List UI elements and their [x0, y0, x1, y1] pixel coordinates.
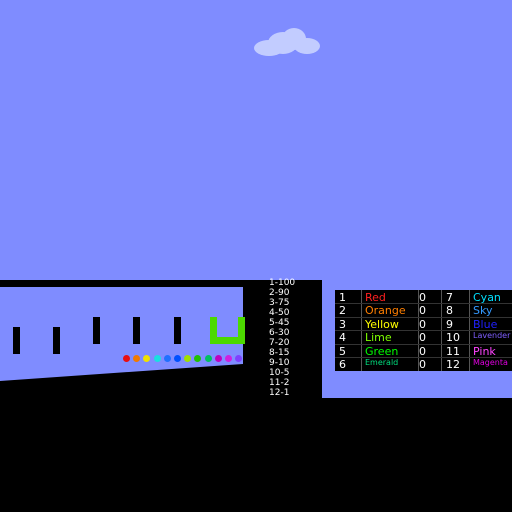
row-divider: [335, 330, 512, 332]
race-ball: [225, 355, 232, 362]
row-divider: [335, 343, 512, 345]
rank-label: 7: [446, 291, 453, 304]
rank-label: 2: [339, 304, 346, 318]
score-value: 0: [419, 317, 426, 331]
ground: [0, 398, 512, 512]
points-entry: 7-20: [269, 338, 290, 348]
rank-label: 8: [446, 304, 453, 318]
score-value: 0: [419, 358, 426, 371]
cloud: [254, 28, 320, 58]
points-entry: 12-1: [269, 388, 290, 398]
row-divider: [335, 303, 512, 305]
race-ball: [133, 355, 141, 362]
points-entry: 3-75: [269, 298, 290, 308]
player-name: Lime: [365, 331, 392, 345]
scoreboard-row: 3 Yellow 0 9 Blue: [335, 318, 512, 331]
score-value: 0: [419, 291, 426, 304]
row-divider: [335, 316, 512, 318]
race-ball: [174, 355, 181, 362]
points-entry: 10-5: [269, 368, 290, 378]
track-wall: [243, 280, 322, 398]
points-entry: 9-10: [269, 358, 290, 368]
rank-label: 1: [339, 291, 346, 304]
scoreboard-row: 6 Emerald 0 12 Magenta: [335, 358, 512, 371]
player-name: Magenta: [473, 358, 508, 367]
race-ball: [163, 355, 171, 362]
score-value: 0: [419, 344, 426, 358]
scoreboard-row: 1 Red 0 7 Cyan: [335, 291, 512, 304]
player-name: Red: [365, 291, 386, 304]
rank-label: 6: [339, 358, 346, 371]
points-entry: 2-90: [269, 288, 290, 298]
player-name: Pink: [473, 344, 496, 358]
rank-label: 5: [339, 344, 346, 358]
points-entry: 4-50: [269, 308, 290, 318]
row-divider: [335, 357, 512, 358]
scoreboard-row: 2 Orange 0 8 Sky: [335, 304, 512, 317]
points-entry: 6-30: [269, 328, 290, 338]
scoreboard-row: 4 Lime 0 10 Lavender: [335, 331, 512, 344]
race-ball: [235, 355, 243, 362]
player-name: Sky: [473, 304, 493, 318]
player-name: Emerald: [365, 358, 399, 367]
finish-cup: [210, 317, 245, 344]
player-name: Lavender: [473, 331, 511, 341]
obstacle-post: [13, 327, 20, 354]
race-ball: [143, 355, 151, 362]
score-value: 0: [419, 331, 426, 345]
scoreboard: 1 Red 0 7 Cyan 2 Orange 0 8 Sky 3 Yellow 0 9 Blue 4 Lime…: [335, 290, 512, 371]
points-entry: 11-2: [269, 378, 290, 388]
rank-label: 11: [446, 344, 460, 358]
player-name: Yellow: [365, 317, 399, 331]
obstacle-post: [133, 317, 140, 344]
race-ball: [214, 355, 222, 362]
race-ball: [123, 355, 130, 362]
race-ball: [194, 355, 202, 362]
player-name: Orange: [365, 304, 406, 318]
track-roof: [0, 280, 322, 287]
race-ball: [153, 355, 161, 362]
player-name: Blue: [473, 317, 498, 331]
race-ball: [184, 355, 192, 362]
score-value: 0: [419, 304, 426, 318]
player-name: Cyan: [473, 291, 501, 304]
race-ball: [204, 355, 212, 362]
rank-label: 10: [446, 331, 460, 345]
scoreboard-row: 5 Green 0 11 Pink: [335, 345, 512, 358]
rank-label: 4: [339, 331, 346, 345]
rank-label: 12: [446, 358, 460, 371]
obstacle-post: [93, 317, 100, 344]
obstacle-post: [174, 317, 181, 344]
player-name: Green: [365, 344, 399, 358]
points-entry: 5-45: [269, 318, 290, 328]
points-entry: 1-100: [269, 278, 296, 288]
points-entry: 8-15: [269, 348, 290, 358]
rank-label: 3: [339, 317, 346, 331]
rank-label: 9: [446, 317, 453, 331]
obstacle-post: [53, 327, 60, 354]
